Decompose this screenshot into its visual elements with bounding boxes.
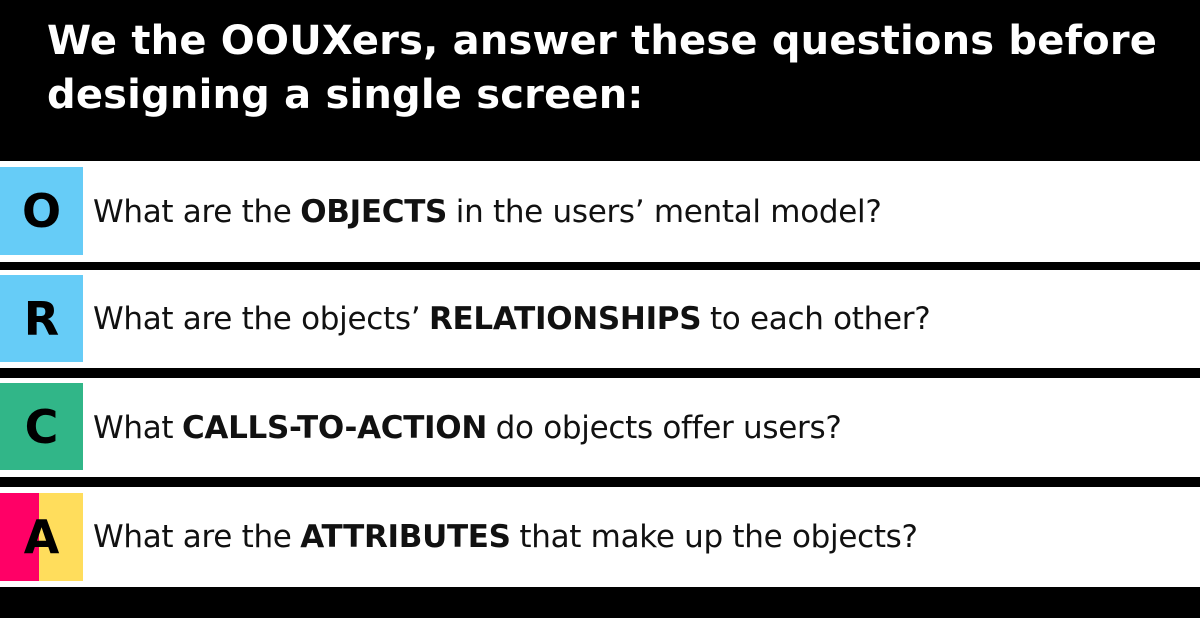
letter-badge-c: C xyxy=(0,383,83,470)
letter-r: R xyxy=(23,291,60,346)
question-text: in the users’ mental model? xyxy=(455,193,882,230)
question-text: What xyxy=(93,409,174,446)
keyword-relationships: RELATIONSHIPS xyxy=(428,301,702,337)
letter-a: A xyxy=(23,510,60,564)
title-line-2: designing a single screen: xyxy=(47,72,644,118)
letter-badge-r: R xyxy=(0,275,83,362)
letter-badge-a: A xyxy=(0,493,83,581)
question-text: do objects offer users? xyxy=(495,409,842,446)
question-text: What are the objects’ xyxy=(93,301,421,337)
page-title: We the OOUXers, answer these questions b… xyxy=(47,14,1177,122)
title-line-1: We the OOUXers, answer these questions b… xyxy=(47,18,1158,64)
keyword-objects: OBJECTS xyxy=(300,193,448,230)
question-text: to each other? xyxy=(709,301,931,337)
letter-o: O xyxy=(21,184,62,238)
question-text: What are the xyxy=(93,519,292,555)
letter-badge-o: O xyxy=(0,167,83,255)
letter-c: C xyxy=(24,399,59,454)
keyword-attributes: ATTRIBUTES xyxy=(300,519,511,555)
question-text: that make up the objects? xyxy=(519,519,918,555)
keyword-calls-to-action: CALLS-TO-ACTION xyxy=(181,409,487,446)
question-text: What are the xyxy=(93,193,292,230)
